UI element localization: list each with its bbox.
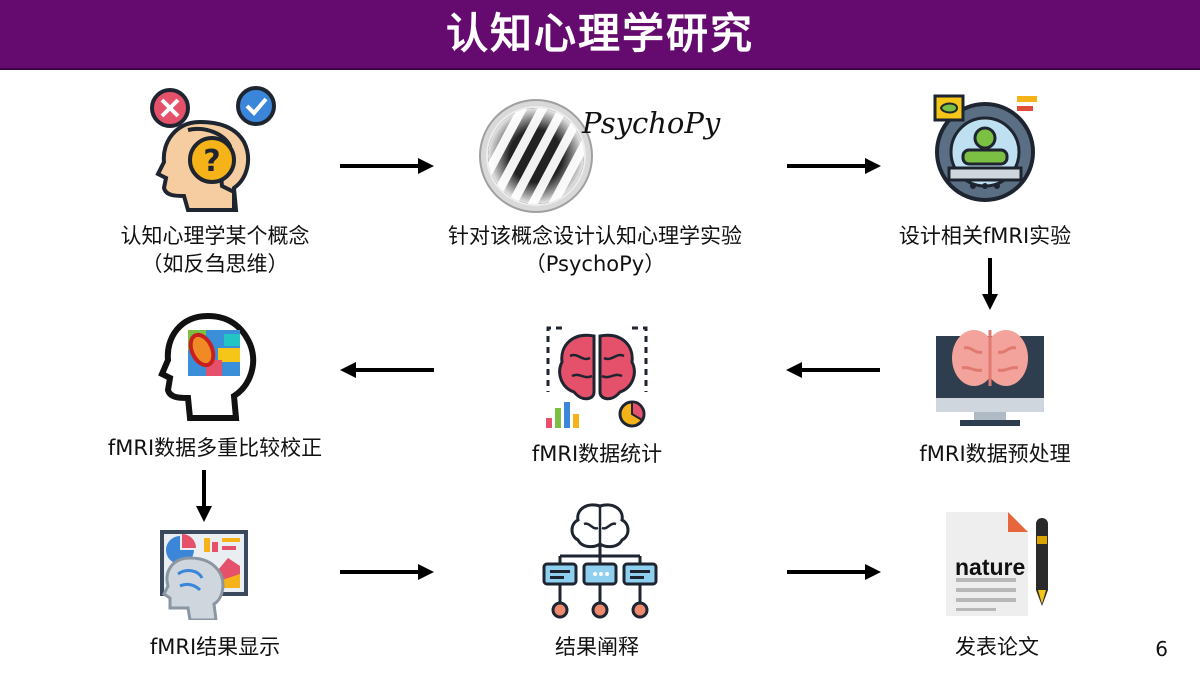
step-1-label: 认知心理学某个概念 （如反刍思维）	[120, 224, 310, 276]
brain-statistics-icon	[546, 326, 648, 428]
arrow-right-2	[787, 158, 881, 174]
head-charts-icon	[160, 530, 248, 620]
step-5-label: fMRI数据统计	[531, 442, 663, 466]
arrow-right-1	[340, 158, 434, 174]
nature-logo-text: nature	[955, 554, 1026, 580]
nature-paper-pen-icon	[946, 512, 1048, 616]
arrow-left-2	[340, 362, 434, 378]
header-bar: 认知心理学研究	[0, 0, 1200, 70]
step-6-label: fMRI数据多重比较校正	[107, 436, 323, 460]
svg-text:?: ?	[203, 144, 220, 179]
arrow-down-2	[196, 470, 212, 522]
mri-scanner-icon	[933, 94, 1037, 202]
thinking-head-icon: ?	[150, 86, 276, 212]
brain-monitor-icon	[936, 330, 1044, 426]
arrow-right-4	[787, 564, 881, 580]
arrow-left-1	[786, 362, 880, 378]
step-8-label: 结果阐释	[555, 635, 639, 659]
page-number: 6	[1155, 637, 1168, 661]
psychopy-logo-text: PsychoPy	[582, 106, 721, 140]
head-activation-map-icon	[158, 312, 257, 421]
step-9-label: 发表论文	[955, 635, 1039, 659]
brain-network-icon	[542, 503, 658, 619]
arrow-right-3	[340, 564, 434, 580]
page-title: 认知心理学研究	[445, 9, 754, 58]
arrow-down-1	[982, 258, 998, 310]
step-4-label: fMRI数据预处理	[919, 442, 1071, 466]
step-2-label: 针对该概念设计认知心理学实验 （PsychoPy）	[448, 224, 742, 276]
step-3-label: 设计相关fMRI实验	[898, 224, 1072, 248]
psychopy-grating-icon	[479, 99, 593, 213]
step-7-label: fMRI结果显示	[149, 635, 281, 659]
